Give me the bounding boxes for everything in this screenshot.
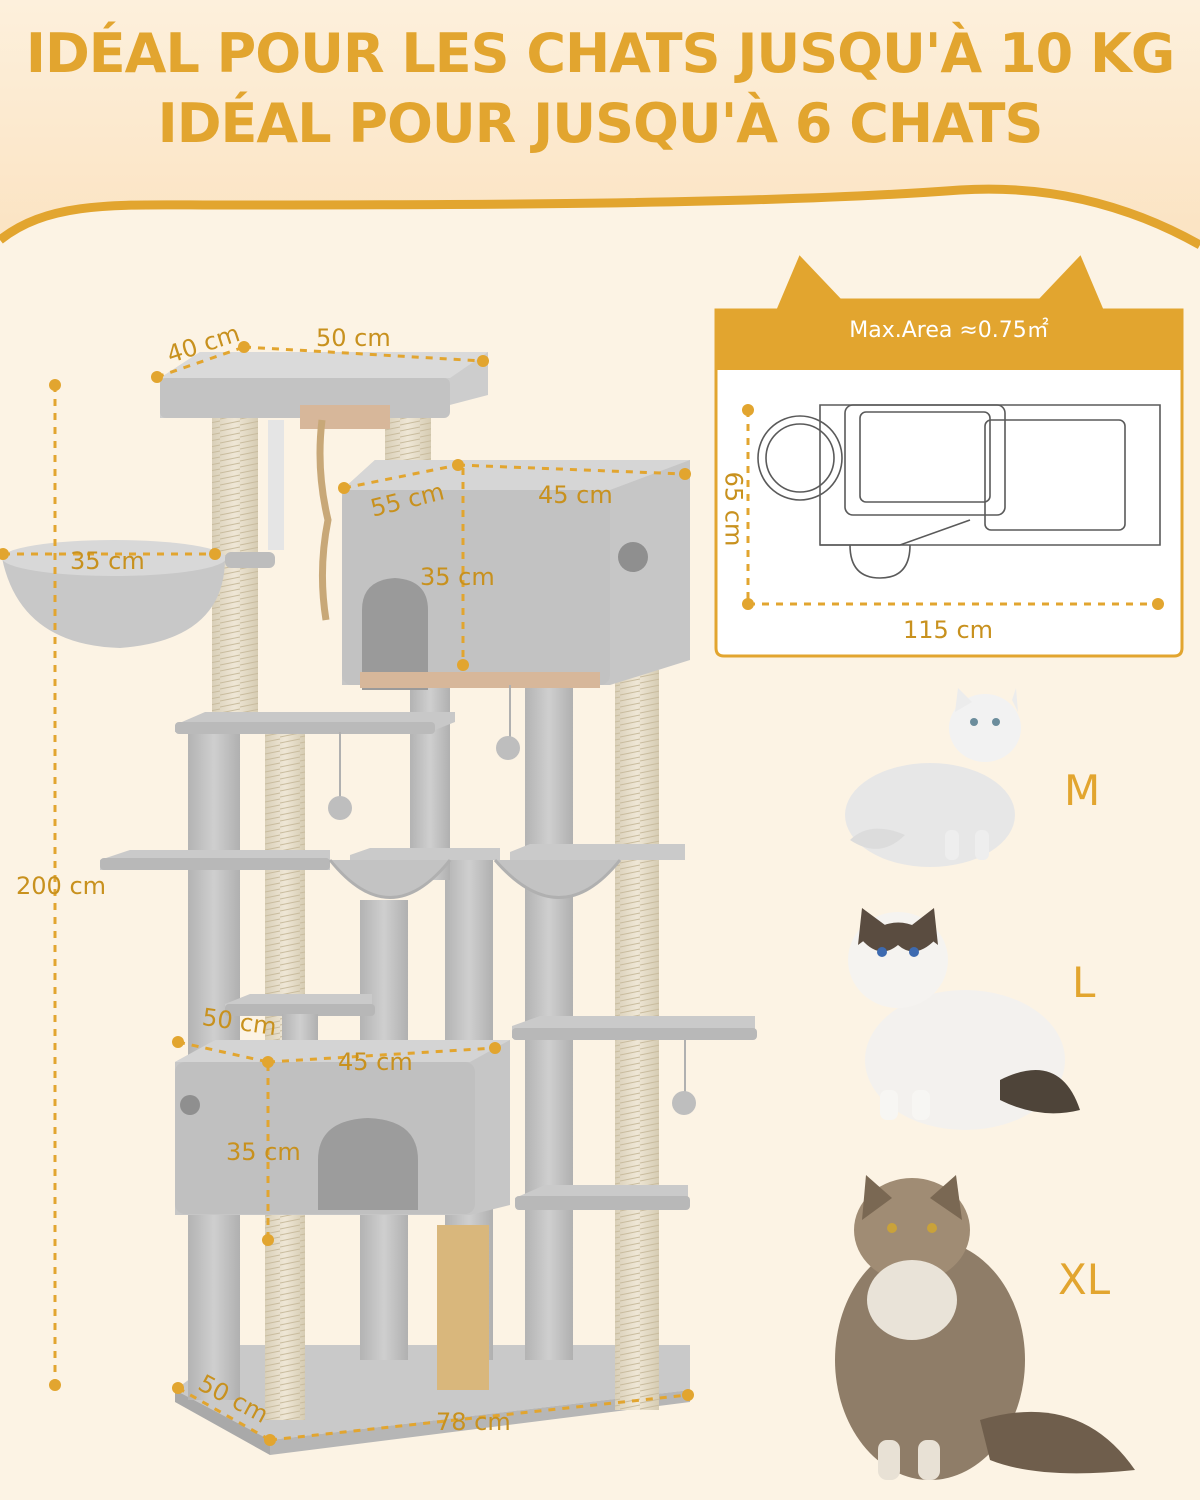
rope-toy: [316, 419, 332, 621]
dim-basket: 35 cm: [70, 547, 145, 575]
dim-top-width: 50 cm: [316, 324, 391, 352]
cat-m-image: [845, 688, 1021, 867]
cat-xl-image: [835, 1175, 1135, 1480]
max-area-label: Max.Area ≈0.75㎡: [849, 318, 1049, 343]
post-back-right: [525, 670, 573, 1360]
headline-cat-count: IDÉAL POUR JUSQU'À 6 CHATS: [157, 92, 1044, 155]
pompom-toy: [328, 796, 352, 820]
basket-hammock: [2, 540, 275, 648]
dimension-guides: [3, 345, 689, 1442]
dim-lower-condo-width: 45 cm: [338, 1048, 413, 1076]
header-background: [0, 0, 1200, 249]
dim-upper-condo-height: 35 cm: [420, 563, 495, 591]
footprint-outline: [757, 404, 1161, 579]
lower-platform: [515, 1185, 690, 1210]
dimension-endpoints: [0, 341, 694, 1446]
dim-total-height: 200 cm: [16, 872, 107, 900]
dim-upper-condo-width: 45 cm: [538, 481, 613, 509]
upper-condo: [342, 460, 690, 690]
top-perch: [160, 352, 488, 429]
hanging-strip: [268, 420, 284, 550]
scratch-brush: [437, 1225, 489, 1390]
pompom-toy: [496, 736, 520, 760]
headline-weight: IDÉAL POUR LES CHATS JUSQU'À 10 KG: [25, 22, 1175, 85]
footprint-panel: [714, 255, 1184, 658]
side-perch: [512, 1016, 757, 1115]
lower-condo: [175, 1040, 510, 1215]
mid-platform: [175, 712, 455, 734]
hammock-level: [100, 844, 685, 899]
cat-size-xl: XL: [1058, 1255, 1111, 1304]
dim-lower-condo-height: 35 cm: [226, 1138, 301, 1166]
cat-size-l: L: [1072, 958, 1096, 1007]
footprint-depth: 65 cm: [719, 471, 748, 547]
small-step: [225, 994, 375, 1048]
footprint-width: 115 cm: [903, 616, 994, 644]
cat-l-image: [848, 908, 1080, 1130]
cat-size-m: M: [1064, 766, 1101, 815]
dim-base-width: 78 cm: [436, 1408, 511, 1436]
